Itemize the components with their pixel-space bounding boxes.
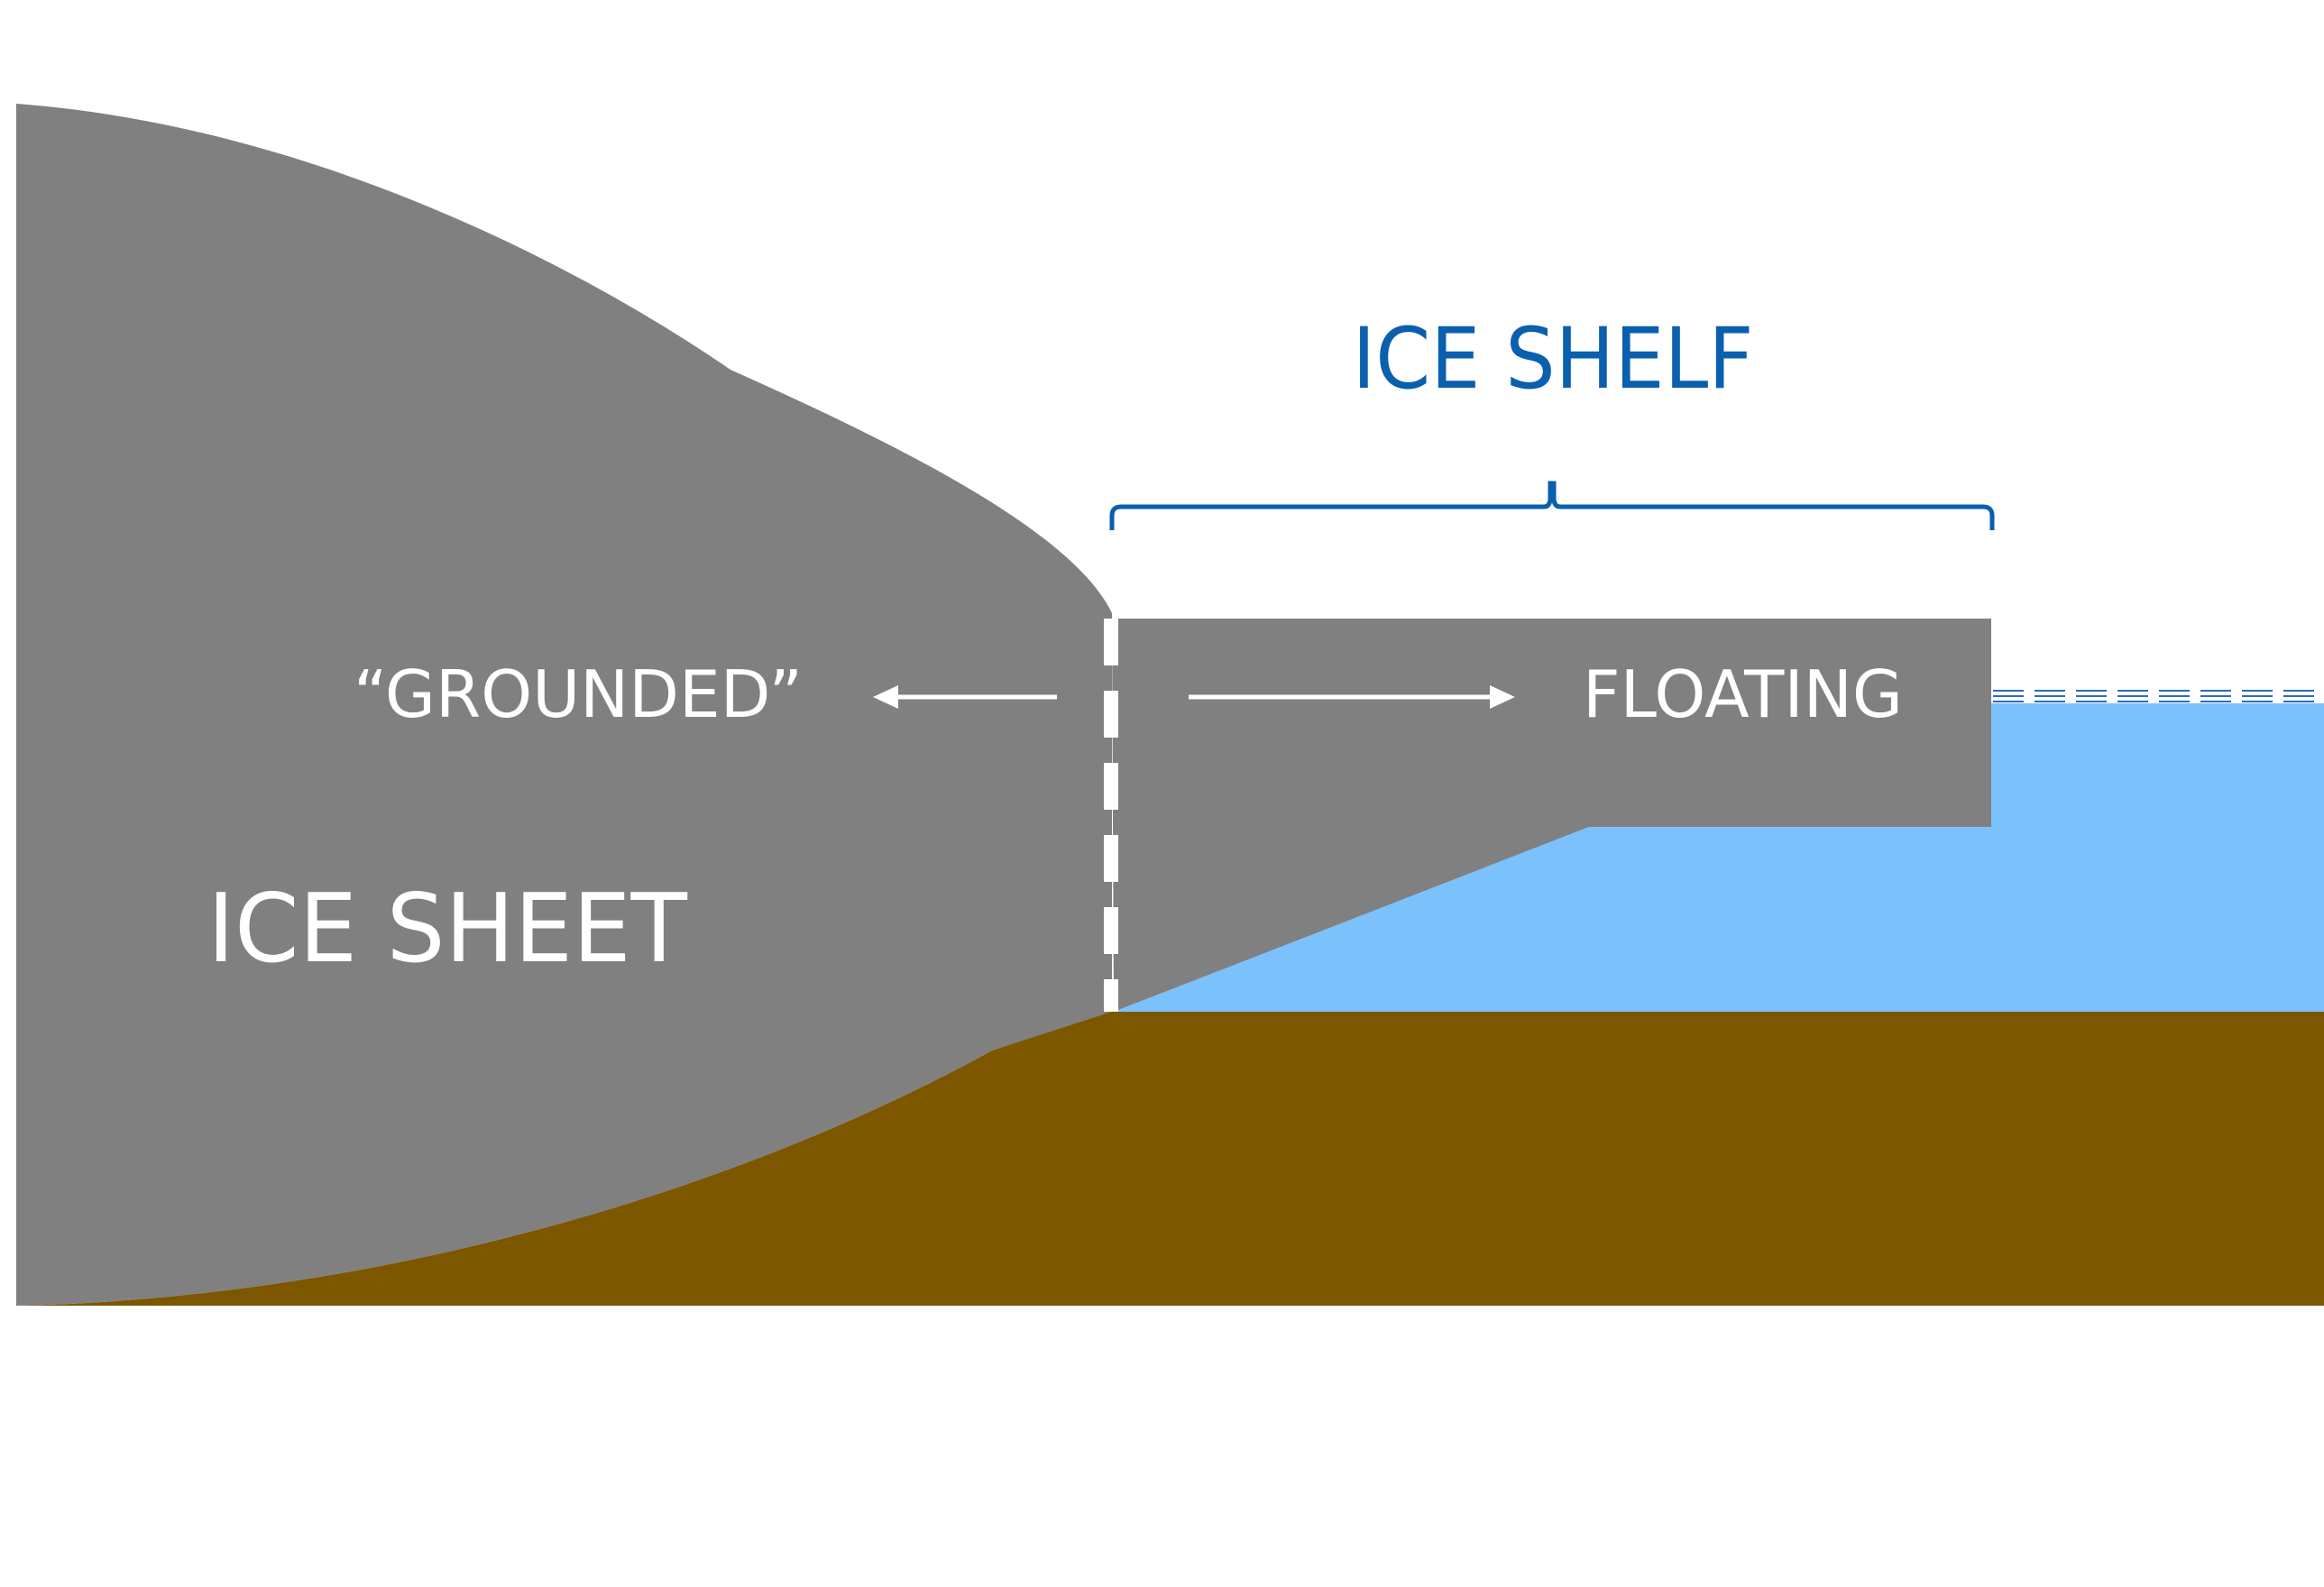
floating-label: FLOATING: [1583, 656, 1903, 732]
grounded-ice-sheet: [16, 104, 1112, 1306]
sea-surface-lines: [1993, 690, 2318, 702]
grounded-arrow: [873, 685, 1057, 709]
floating-ice-shelf: [1112, 619, 1991, 1012]
ice-sheet-label: ICE SHEET: [207, 874, 688, 984]
ocean-water-under-shelf: [1114, 827, 2324, 1012]
bedrock: [16, 1012, 2324, 1306]
floating-arrow: [1189, 685, 1515, 709]
ice-shelf-bracket: [1109, 481, 1995, 530]
ice-shelf-label: ICE SHELF: [1353, 310, 1754, 408]
grounded-label: “GROUNDED”: [354, 656, 803, 732]
